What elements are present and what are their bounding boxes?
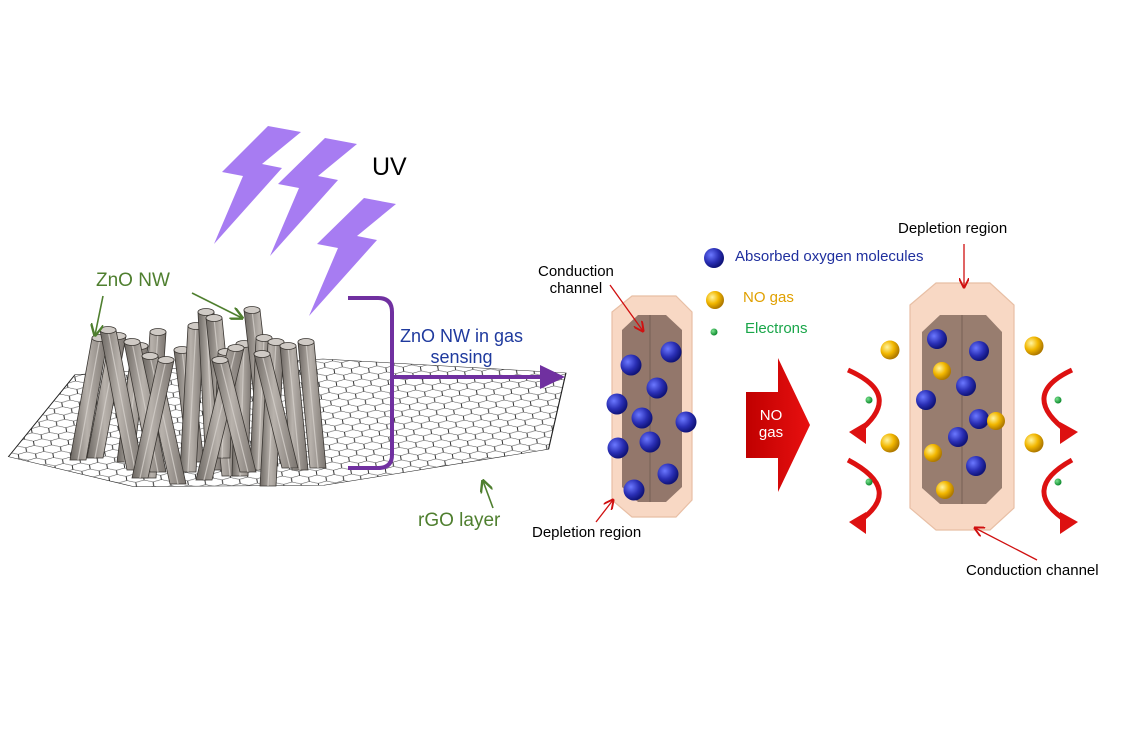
zno-nw-label: ZnO NW xyxy=(96,270,170,291)
cc-left-line1: Conduction xyxy=(538,263,614,280)
legend-no-gas-label: NO gas xyxy=(743,289,794,306)
oxygen-molecule xyxy=(646,377,668,399)
legend-electrons-label: Electrons xyxy=(745,320,808,337)
oxygen-molecule xyxy=(631,407,653,429)
oxygen-molecule xyxy=(675,411,697,433)
cc-right-pointer xyxy=(975,528,1038,561)
rgo-layer-label: rGO layer xyxy=(418,510,501,531)
oxygen-molecule xyxy=(607,437,629,459)
oxygen-molecule xyxy=(916,390,936,410)
sensing-label: ZnO NW in gas sensing xyxy=(400,326,523,367)
sensing-bracket xyxy=(348,296,394,470)
nanowire-after-molecules xyxy=(916,329,1005,499)
oxygen-molecule xyxy=(927,329,947,349)
zno-nanowire xyxy=(211,356,257,473)
oxygen-molecule xyxy=(969,341,989,361)
zno-nanowire xyxy=(297,338,327,469)
curved-arrow xyxy=(1041,367,1074,435)
zno-nanowire xyxy=(253,350,299,469)
curved-arrow xyxy=(846,367,882,434)
no-gas-molecule xyxy=(924,444,942,462)
sensing-label-line2: sensing xyxy=(430,346,493,367)
legend-oxygen-icon xyxy=(704,248,724,268)
no-gas-line1: NO xyxy=(759,407,783,424)
cc-left-line2: channel xyxy=(549,280,603,298)
uv-bolt-icon xyxy=(309,198,396,316)
curved-arrow-head xyxy=(849,512,866,534)
depletion-region-left-label: Depletion region xyxy=(532,524,642,541)
nanowire-before-molecules xyxy=(606,341,697,501)
oxygen-molecule xyxy=(966,456,986,476)
no-gas-molecule xyxy=(880,433,900,453)
oxygen-molecule xyxy=(623,479,645,501)
electron xyxy=(1054,478,1062,486)
zno-nanowire xyxy=(99,326,144,471)
conduction-channel-right-label: Conduction channel xyxy=(966,562,1099,579)
oxygen-molecule xyxy=(639,431,661,453)
depletion-region-right-label: Depletion region xyxy=(898,220,1008,237)
no-gas-line2: gas xyxy=(758,424,784,442)
uv-bolt-icon xyxy=(214,126,301,244)
no-gas-molecule xyxy=(880,340,900,360)
no-gas-molecule xyxy=(936,481,954,499)
no-gas-arrow xyxy=(746,358,810,492)
zno-nanowire xyxy=(131,356,175,479)
rgo-pointer-arrow xyxy=(483,481,494,509)
oxygen-molecule xyxy=(948,427,968,447)
uv-label: UV xyxy=(372,153,407,181)
zno-pointer-arrow xyxy=(95,295,104,335)
released-molecules xyxy=(865,336,1062,486)
electron-release-arrows xyxy=(846,367,1074,525)
zno-nanowire-forest xyxy=(69,306,327,487)
oxygen-molecule xyxy=(657,463,679,485)
electron xyxy=(1054,396,1062,404)
legend-no-gas-icon xyxy=(706,291,724,309)
oxygen-molecule xyxy=(956,376,976,396)
oxygen-molecule xyxy=(606,393,628,415)
no-gas-arrow-label: NO gas xyxy=(748,407,794,442)
sensing-arrow-head xyxy=(540,365,565,389)
zno-pointer-arrow xyxy=(191,292,242,318)
electron xyxy=(865,396,873,404)
curved-arrow-head xyxy=(1060,422,1078,444)
dep-left-pointer xyxy=(595,500,613,523)
cc-left-pointer xyxy=(609,284,643,331)
oxygen-molecule xyxy=(620,354,642,376)
sensing-label-line1: ZnO NW in gas xyxy=(400,326,524,346)
uv-bolt-icon xyxy=(270,138,357,256)
curved-arrow xyxy=(1041,457,1074,525)
legend-electron-icon xyxy=(710,328,718,336)
no-gas-molecule xyxy=(987,412,1005,430)
legend-oxygen-label: Absorbed oxygen molecules xyxy=(735,248,924,265)
conduction-channel-left-label: Conduction channel xyxy=(538,263,614,298)
curved-arrow-head xyxy=(1060,512,1078,534)
curved-arrow xyxy=(846,457,882,525)
oxygen-molecule xyxy=(660,341,682,363)
curved-arrow-head xyxy=(849,422,866,444)
no-gas-molecule xyxy=(933,362,951,380)
no-gas-molecule xyxy=(1024,433,1044,453)
electron xyxy=(865,478,873,486)
oxygen-molecule xyxy=(969,409,989,429)
no-gas-molecule xyxy=(1024,336,1044,356)
